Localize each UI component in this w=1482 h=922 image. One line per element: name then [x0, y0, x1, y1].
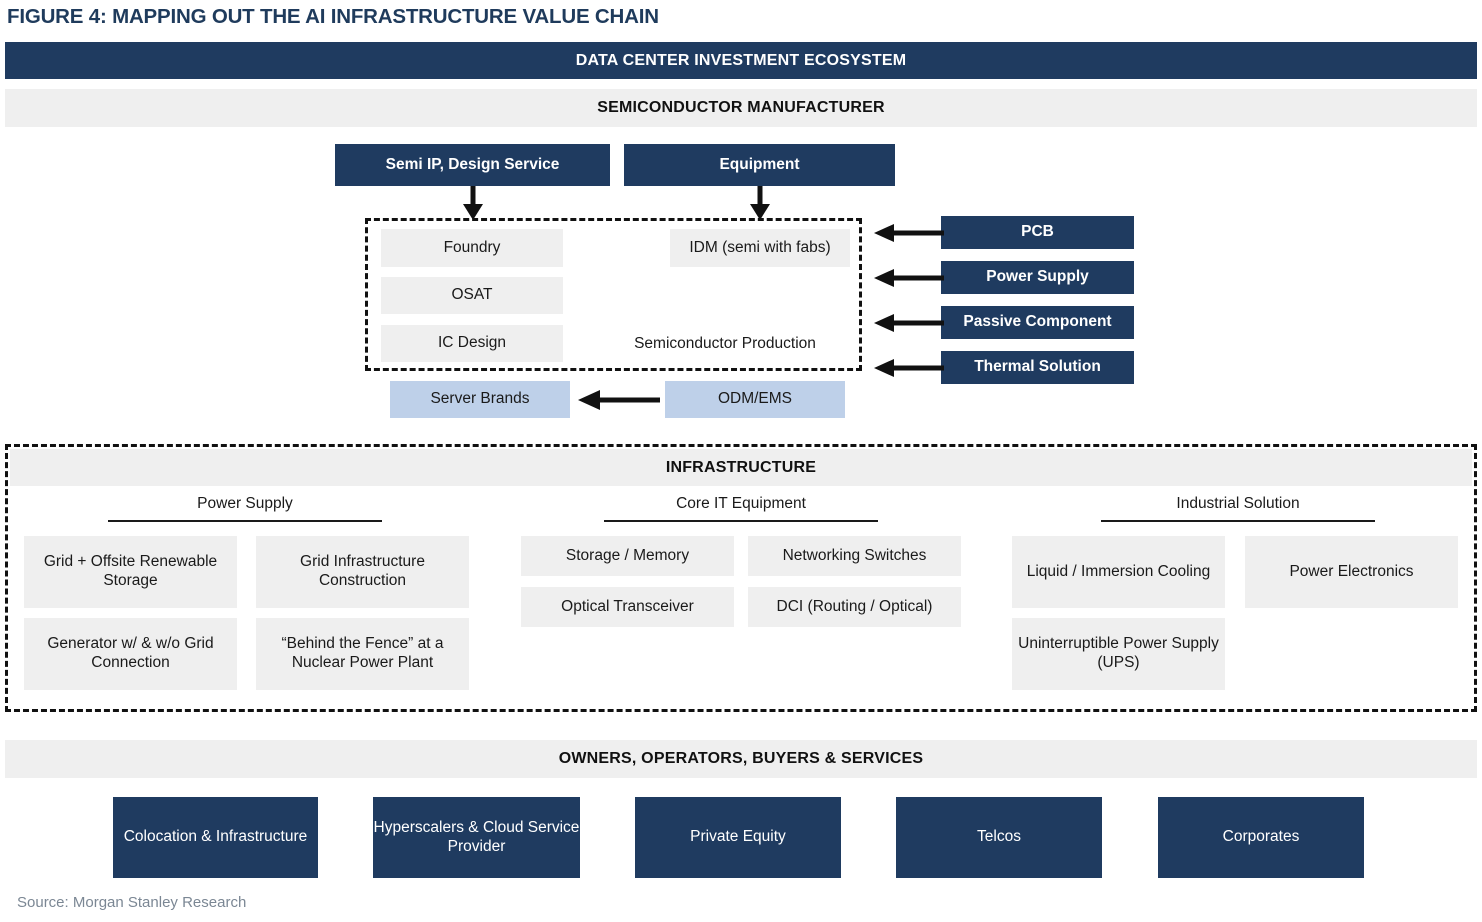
box-odm-ems[interactable]: ODM/EMS: [665, 381, 845, 418]
box-networking-switches[interactable]: Networking Switches: [748, 536, 961, 576]
column-heading-power-supply: Power Supply: [197, 495, 293, 512]
box-grid-infrastructure-construction[interactable]: Grid Infrastructure Construction: [256, 536, 469, 608]
group-semiconductor-production: [365, 218, 862, 371]
banner-owners-operators-buyers-services: OWNERS, OPERATORS, BUYERS & SERVICES: [5, 740, 1477, 778]
banner-infrastructure: INFRASTRUCTURE: [10, 449, 1472, 486]
page-title: FIGURE 4: MAPPING OUT THE AI INFRASTRUCT…: [7, 5, 659, 28]
arrow-left-passive-component-to-production: [874, 314, 944, 332]
box-optical-transceiver[interactable]: Optical Transceiver: [521, 587, 734, 627]
box-generator-with-without-grid-connection[interactable]: Generator w/ & w/o Grid Connection: [24, 618, 237, 690]
box-dci-routing-optical[interactable]: DCI (Routing / Optical): [748, 587, 961, 627]
box-storage-memory[interactable]: Storage / Memory: [521, 536, 734, 576]
box-foundry[interactable]: Foundry: [381, 229, 563, 267]
box-pcb[interactable]: PCB: [941, 216, 1134, 249]
label-semiconductor-production: Semiconductor Production: [634, 335, 816, 352]
box-uninterruptible-power-supply-ups[interactable]: Uninterruptible Power Supply (UPS): [1012, 618, 1225, 690]
arrow-left-pcb-to-production: [874, 224, 944, 242]
source-note: Source: Morgan Stanley Research: [17, 894, 247, 911]
box-corporates[interactable]: Corporates: [1158, 797, 1364, 878]
arrow-left-thermal-solution-to-production: [874, 359, 944, 377]
box-liquid-immersion-cooling[interactable]: Liquid / Immersion Cooling: [1012, 536, 1225, 608]
arrow-down-equipment-to-production: [750, 186, 770, 220]
banner-data-center-investment-ecosystem: DATA CENTER INVESTMENT ECOSYSTEM: [5, 42, 1477, 79]
banner-semiconductor-manufacturer: SEMICONDUCTOR MANUFACTURER: [5, 89, 1477, 127]
column-heading-core-it-equipment: Core IT Equipment: [676, 495, 806, 512]
box-telcos[interactable]: Telcos: [896, 797, 1102, 878]
arrow-down-semi-ip-to-production: [463, 186, 483, 220]
box-semi-ip-design-service[interactable]: Semi IP, Design Service: [335, 144, 610, 186]
box-hyperscalers-cloud-service-provider[interactable]: Hyperscalers & Cloud Service Provider: [373, 797, 580, 878]
box-idm-semi-with-fabs[interactable]: IDM (semi with fabs): [670, 229, 850, 267]
box-grid-offsite-renewable-storage[interactable]: Grid + Offsite Renewable Storage: [24, 536, 237, 608]
arrow-left-odm-ems-to-server-brands: [578, 390, 660, 410]
box-equipment[interactable]: Equipment: [624, 144, 895, 186]
box-thermal-solution[interactable]: Thermal Solution: [941, 351, 1134, 384]
column-heading-industrial-solution: Industrial Solution: [1176, 495, 1300, 512]
box-ic-design[interactable]: IC Design: [381, 325, 563, 362]
box-private-equity[interactable]: Private Equity: [635, 797, 841, 878]
column-rule-industrial-solution: [1101, 520, 1375, 522]
arrow-left-power-supply-to-production: [874, 269, 944, 287]
box-behind-the-fence-nuclear-power-plant[interactable]: “Behind the Fence” at a Nuclear Power Pl…: [256, 618, 469, 690]
box-passive-component[interactable]: Passive Component: [941, 306, 1134, 339]
box-power-supply[interactable]: Power Supply: [941, 261, 1134, 294]
box-server-brands[interactable]: Server Brands: [390, 381, 570, 418]
column-rule-power-supply: [108, 520, 382, 522]
column-rule-core-it-equipment: [604, 520, 878, 522]
box-osat[interactable]: OSAT: [381, 277, 563, 314]
box-power-electronics[interactable]: Power Electronics: [1245, 536, 1458, 608]
group-infrastructure: [5, 444, 1477, 712]
box-colocation-infrastructure[interactable]: Colocation & Infrastructure: [113, 797, 318, 878]
